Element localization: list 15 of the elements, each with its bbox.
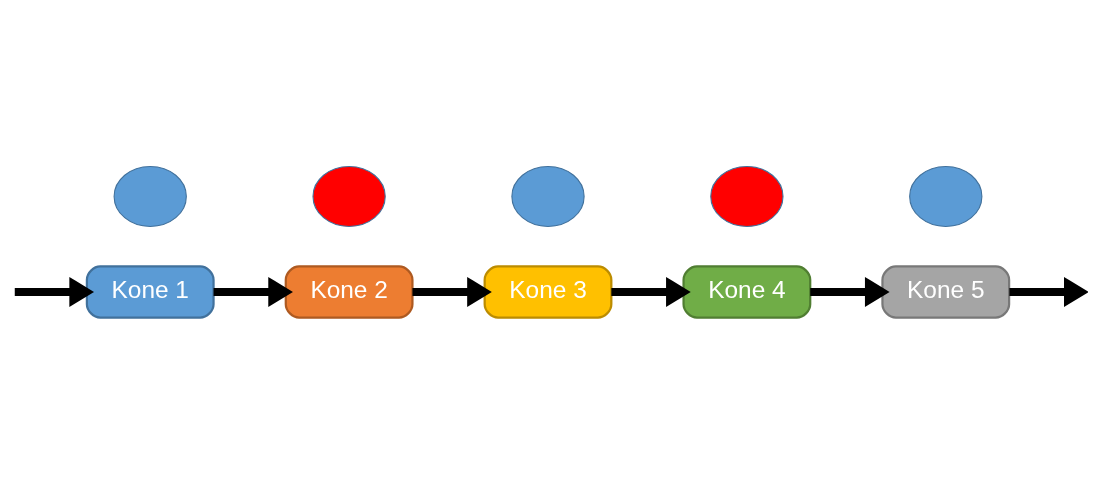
node-circle (113, 165, 187, 227)
arrow (1009, 276, 1088, 307)
node-box: Kone 1 (85, 264, 215, 319)
node-box: Kone 5 (881, 264, 1011, 319)
node-box: Kone 4 (682, 264, 812, 319)
arrow (213, 276, 293, 307)
arrow (611, 276, 691, 307)
arrow (412, 276, 492, 307)
node-circle (511, 165, 585, 227)
node-box: Kone 2 (284, 264, 414, 319)
node-circle (312, 165, 386, 227)
node-box: Kone 3 (483, 264, 613, 319)
node-circle (909, 165, 983, 227)
node-circle (710, 165, 784, 227)
arrow (810, 276, 890, 307)
